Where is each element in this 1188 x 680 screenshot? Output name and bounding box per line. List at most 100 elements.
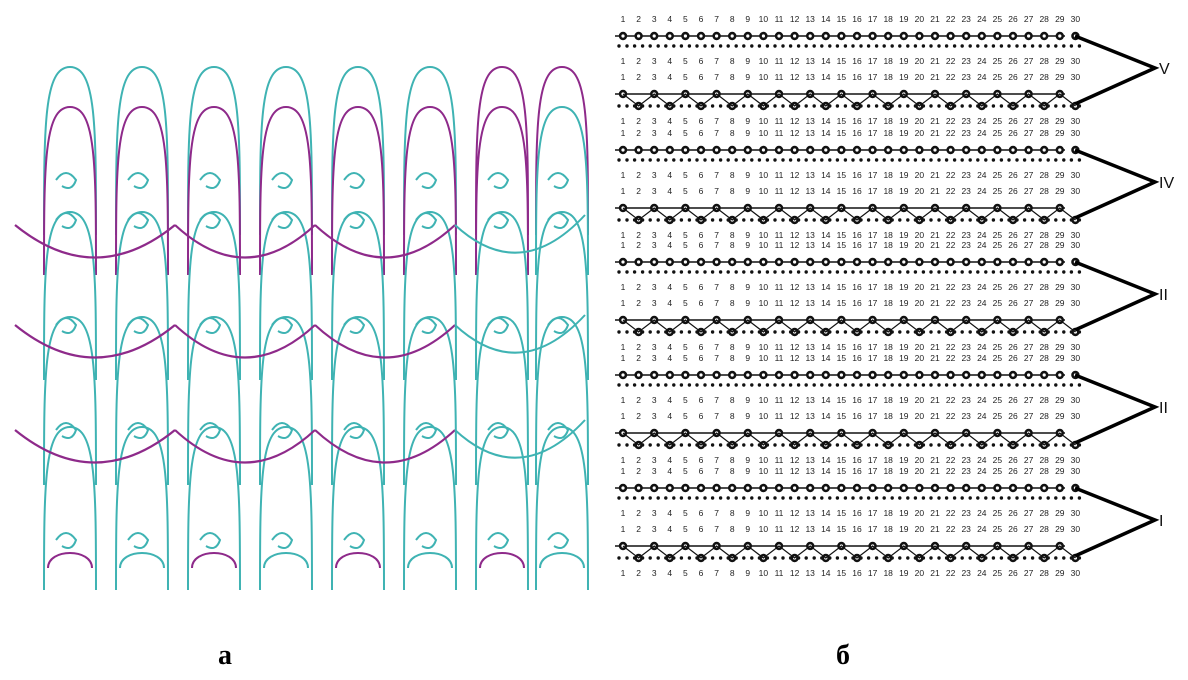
needle-number: 20 [915, 116, 925, 126]
needle-dot [788, 496, 793, 500]
needle-dot [890, 218, 894, 222]
loop-row [615, 315, 1080, 337]
needle-number: 21 [930, 282, 940, 292]
loop-node-center [1042, 34, 1046, 38]
loop-node-center [683, 486, 687, 490]
needle-number: 7 [714, 568, 719, 578]
needle-number: 13 [805, 353, 815, 363]
loop-node-center [715, 373, 719, 377]
needle-dot [874, 330, 879, 334]
needle-dot [1030, 218, 1035, 222]
loop-node-center [995, 486, 999, 490]
needle-number: 10 [759, 353, 769, 363]
needle-number: 14 [821, 298, 831, 308]
needle-dot [890, 158, 894, 162]
needle-dot [898, 270, 902, 274]
tuck-curl [55, 172, 78, 189]
needle-number: 10 [759, 342, 769, 352]
needle-number: 6 [699, 56, 704, 66]
needle-dot [1046, 383, 1050, 387]
needle-dot [703, 158, 707, 162]
loop-node-center [824, 34, 828, 38]
needle-dot [835, 158, 840, 162]
needle-dot [835, 496, 840, 500]
yarn-zigzag [622, 93, 1076, 107]
needle-dot [718, 330, 723, 334]
knit-loop [331, 65, 385, 236]
needle-dot [921, 158, 926, 162]
needle-number: 24 [977, 342, 987, 352]
knit-loop [115, 210, 169, 381]
knit-loop [259, 425, 313, 596]
needle-dot [1038, 104, 1042, 108]
loop-node-center [1058, 373, 1062, 377]
knit-loop [259, 105, 313, 276]
needle-number: 17 [868, 455, 878, 465]
needle-dot [664, 218, 668, 222]
needle-number: 4 [667, 342, 672, 352]
needle-number: 5 [683, 395, 688, 405]
needle-number: 22 [946, 524, 956, 534]
needle-dot [617, 158, 621, 162]
needle-number: 15 [837, 116, 847, 126]
needle-dot [929, 44, 933, 48]
needle-number: 11 [775, 298, 784, 308]
dot-row [617, 383, 1082, 387]
needle-dot [828, 104, 832, 108]
needle-dot [788, 556, 793, 560]
float-arc [314, 224, 456, 259]
needle-dot [921, 443, 926, 447]
needle-dot [968, 383, 972, 387]
needle-number: 2 [636, 524, 641, 534]
needle-dot [703, 383, 707, 387]
needle-number: 27 [1024, 72, 1034, 82]
needle-number: 6 [699, 455, 704, 465]
needle-dot [835, 44, 840, 48]
needle-dot [687, 383, 692, 387]
needle-dot [703, 104, 707, 108]
yarn-zigzag [622, 432, 1076, 446]
needle-number: 29 [1055, 14, 1065, 24]
needle-number: 19 [899, 395, 909, 405]
needle-number: 12 [790, 14, 800, 24]
needle-dot [984, 270, 988, 274]
needle-number: 3 [652, 524, 657, 534]
needle-dot [835, 383, 840, 387]
needle-dot [804, 443, 808, 447]
needle-number: 5 [683, 568, 688, 578]
needle-dot [968, 44, 972, 48]
needle-number: 9 [745, 524, 750, 534]
needle-dot [906, 383, 910, 387]
needle-number: 29 [1055, 524, 1065, 534]
needle-dot [984, 158, 988, 162]
needle-dot [1015, 330, 1019, 334]
needle-number: 6 [699, 240, 704, 250]
loop-node-center [1027, 373, 1031, 377]
tuck-curl [199, 422, 222, 439]
knit-loop [479, 552, 525, 569]
needle-number: 3 [652, 466, 657, 476]
needle-dot [921, 270, 926, 274]
needle-dot [617, 330, 621, 334]
loop-node-center [746, 486, 750, 490]
needle-dot [757, 383, 762, 387]
needle-number: 12 [790, 342, 800, 352]
needle-dot [734, 44, 738, 48]
needle-number: 25 [993, 411, 1003, 421]
needle-number: 10 [759, 282, 769, 292]
needle-number: 8 [730, 524, 735, 534]
needle-number: 14 [821, 240, 831, 250]
tuck-curl [271, 317, 294, 334]
needle-number: 7 [714, 466, 719, 476]
needle-number: 19 [899, 240, 909, 250]
dot-row [617, 330, 1082, 334]
needle-number: 15 [837, 170, 847, 180]
needle-number: 27 [1024, 116, 1034, 126]
needle-dot [843, 270, 848, 274]
loop-row [615, 370, 1080, 380]
needle-number: 8 [730, 508, 735, 518]
needle-number: 14 [821, 466, 831, 476]
